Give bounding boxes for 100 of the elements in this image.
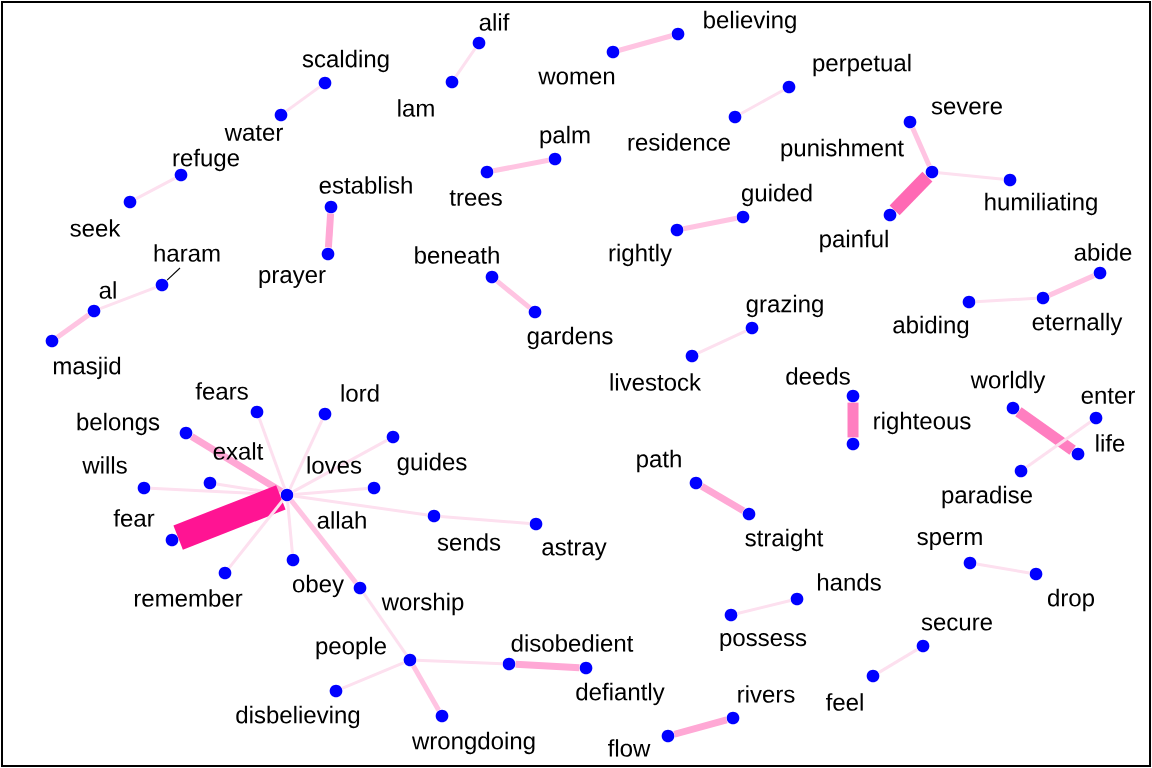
word-label: punishment [781, 138, 904, 162]
edge-line [189, 433, 284, 495]
word-label: straight [745, 528, 824, 552]
edge-line [416, 658, 503, 666]
word-label: life [1096, 434, 1125, 452]
word-label: rightly [609, 243, 672, 267]
edge-line [1015, 407, 1076, 455]
edge-line [910, 127, 932, 167]
word-label: water [224, 125, 283, 141]
word-label: masjid [53, 356, 121, 380]
word-label: defiantly [576, 682, 665, 706]
edge-line [1025, 420, 1092, 469]
word-label: sperm [917, 532, 982, 550]
word-label: deeds [786, 367, 850, 385]
word-label: disobedient [511, 634, 634, 652]
edge-line [877, 648, 919, 674]
edge-line [173, 485, 286, 550]
edge-line [515, 660, 580, 672]
word-label: enter [1081, 388, 1135, 404]
word-label: fears [195, 382, 248, 400]
edge-line [288, 419, 324, 490]
edge-line [440, 515, 530, 525]
edge-line [285, 85, 321, 113]
word-label: establish [319, 176, 412, 194]
edge-line [847, 402, 859, 438]
word-label: allah [317, 511, 366, 529]
word-label: flow [608, 739, 651, 757]
edge-line [257, 417, 287, 490]
edge-line [293, 487, 368, 496]
edge-line [697, 329, 747, 355]
edge-line [938, 171, 1004, 181]
word-label: women [538, 71, 615, 85]
word-label: drop [1048, 588, 1094, 612]
edge-line [293, 494, 428, 517]
word-label: grazing [746, 294, 823, 318]
edge-line [454, 47, 477, 78]
word-label: fear [113, 509, 155, 527]
edge-line [737, 599, 791, 615]
edge-line [341, 661, 405, 690]
word-label: guides [397, 452, 467, 476]
word-label: gardens [527, 326, 613, 350]
word-label: prayer [259, 270, 326, 288]
word-label: al [99, 281, 116, 299]
word-label: guided [742, 183, 812, 207]
edge-line [889, 171, 933, 216]
word-label: people [316, 636, 386, 660]
word-label: possess [720, 633, 807, 651]
word-label: rivers [738, 685, 795, 703]
word-label: eternally [1032, 312, 1123, 336]
word-label: worldly [970, 370, 1046, 394]
word-label: path [637, 449, 681, 473]
word-label: wrongdoing [411, 731, 535, 755]
edge-line [1048, 273, 1095, 298]
word-label: palm [540, 125, 590, 149]
edge-line [135, 176, 176, 201]
edge-line [411, 664, 441, 712]
edge-line [495, 279, 532, 310]
edge-line [55, 312, 91, 340]
word-label: trees [449, 190, 502, 206]
word-label: worship [381, 592, 464, 616]
edge-line [975, 296, 1037, 304]
word-label: haram [154, 244, 220, 262]
word-label: seek [70, 219, 121, 237]
word-label: sends [437, 533, 501, 551]
word-label: exalt [213, 442, 264, 460]
edge-line [493, 157, 549, 174]
word-label: refuge [173, 148, 239, 172]
edge-line [286, 501, 294, 554]
word-label: believing [704, 10, 796, 34]
edge-line [740, 88, 784, 116]
edge-line [289, 498, 358, 585]
word-label: perpetual [813, 53, 911, 77]
leader-line [166, 267, 181, 281]
edge-line [976, 562, 1030, 575]
word-label: scalding [302, 49, 389, 73]
word-label: humiliating [985, 192, 1097, 216]
edge-line [227, 499, 285, 569]
word-label: hands [818, 573, 881, 591]
word-label: abiding [893, 315, 969, 339]
word-label: belongs [77, 412, 160, 436]
word-label: righteous [874, 411, 971, 435]
word-label: abide [1074, 243, 1132, 261]
word-label: residence [628, 133, 730, 151]
word-label: obey [293, 574, 344, 598]
word-label: beneath [415, 246, 499, 264]
word-label: wills [82, 456, 127, 474]
word-label: disbelieving [236, 705, 360, 729]
edge-line [362, 592, 408, 656]
edge-line [99, 285, 157, 311]
word-label: paradise [942, 485, 1032, 509]
edge-line [618, 33, 673, 53]
edge-line [673, 716, 728, 738]
word-label: loves [307, 456, 362, 474]
edge-line [699, 483, 746, 514]
word-label: secure [921, 617, 992, 631]
word-label: livestock [610, 373, 702, 391]
edge-line [324, 213, 335, 248]
edge-line [292, 438, 388, 494]
word-label: lord [341, 384, 379, 402]
word-label: severe [931, 101, 1002, 115]
